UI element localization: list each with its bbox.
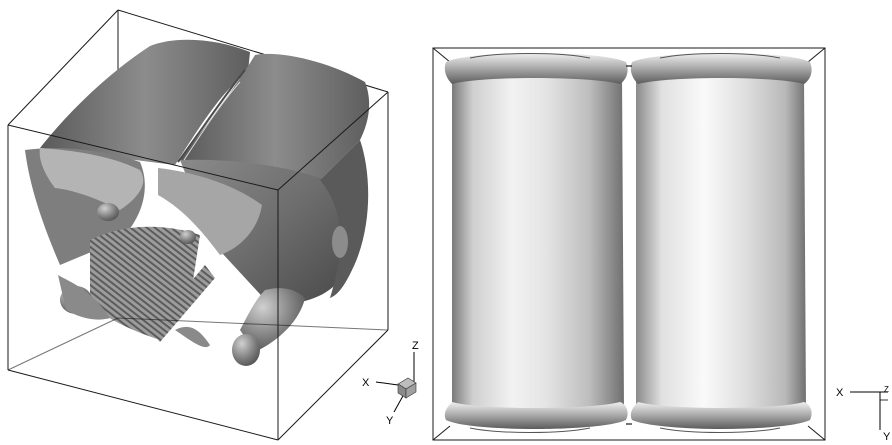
right-isosurface-right-roll bbox=[630, 53, 812, 433]
left-isosurface bbox=[25, 39, 370, 366]
left-y-axis-label: Y bbox=[386, 415, 394, 427]
left-x-axis-label: X bbox=[362, 377, 370, 389]
right-x-axis-label: X bbox=[836, 387, 844, 399]
right-bounding-box bbox=[432, 47, 826, 441]
left-axis-triad: Z X Y bbox=[362, 340, 419, 427]
right-y-axis-label: Y bbox=[883, 431, 891, 443]
left-z-axis-label: Z bbox=[412, 340, 419, 352]
left-bounding-box-front bbox=[7, 91, 389, 441]
left-isometric-view: Z X Y bbox=[7, 9, 419, 441]
right-z-axis-label: Z bbox=[884, 385, 889, 394]
right-axis-triad: X Z Y bbox=[836, 385, 891, 443]
right-top-view: X Z Y bbox=[432, 47, 891, 443]
right-isosurface-left-roll bbox=[444, 53, 628, 433]
